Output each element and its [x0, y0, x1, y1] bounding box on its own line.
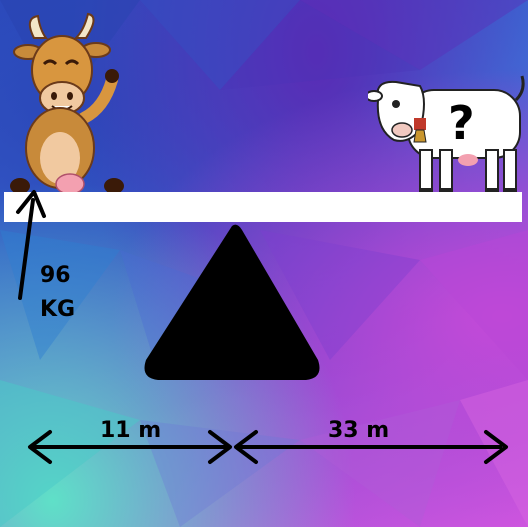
right-distance-arrowhead-left — [234, 430, 258, 464]
weight-arrow-line — [18, 198, 35, 300]
unknown-weight-symbol: ? — [448, 96, 475, 150]
left-distance-arrowhead-right — [208, 430, 232, 464]
cow-illustration-left — [10, 12, 124, 195]
fulcrum-triangle — [144, 224, 320, 380]
right-distance-arrowhead-right — [484, 430, 508, 464]
cow-illustration-right — [368, 75, 525, 196]
seesaw-plank — [4, 192, 522, 222]
right-distance-label: 33 m — [328, 418, 390, 443]
known-weight-value: 96 — [40, 263, 71, 288]
left-distance-arrowhead-left — [28, 430, 52, 464]
left-distance-label: 11 m — [100, 418, 162, 443]
weight-arrow-head — [16, 190, 46, 218]
known-weight-unit: KG — [40, 297, 76, 322]
